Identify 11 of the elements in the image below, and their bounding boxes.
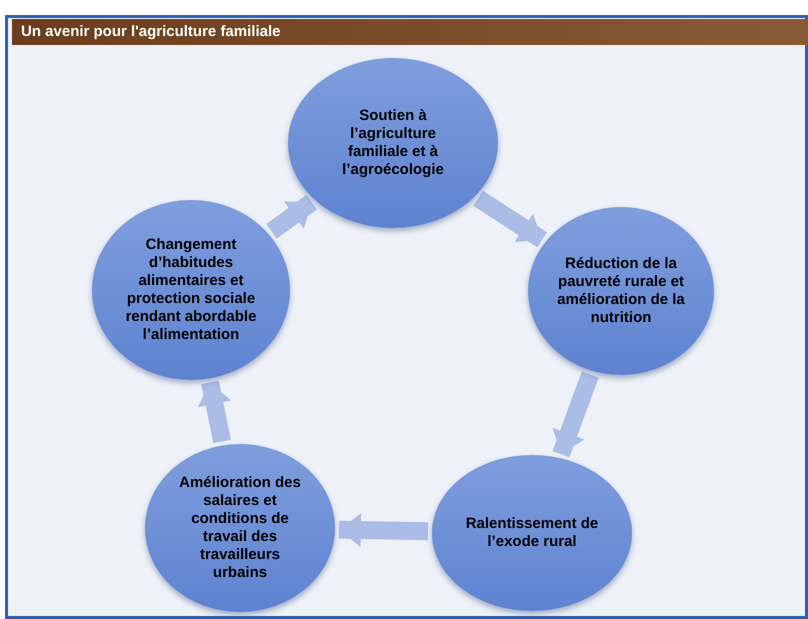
block-arrow (338, 513, 428, 548)
node-text: Amélioration des salaires et conditions de travail des travailleurs urbains (178, 474, 302, 582)
block-arrow (266, 194, 317, 239)
block-arrow (552, 371, 599, 458)
block-arrow (473, 190, 548, 248)
title: Un avenir pour l'agriculture familiale (21, 22, 280, 42)
node-text: Soutien à l’agriculture familiale et à l’agroécologie (341, 107, 445, 179)
block-arrow (198, 380, 232, 444)
node-text: Ralentissement de l’exode rural (464, 515, 600, 551)
node-text: Changement d’habitudes alimentaires et protection sociale rendant abordable l’alimentation (124, 236, 258, 344)
node-text: Réduction de la pauvreté rurale et amélioration de la nutrition (556, 255, 686, 327)
